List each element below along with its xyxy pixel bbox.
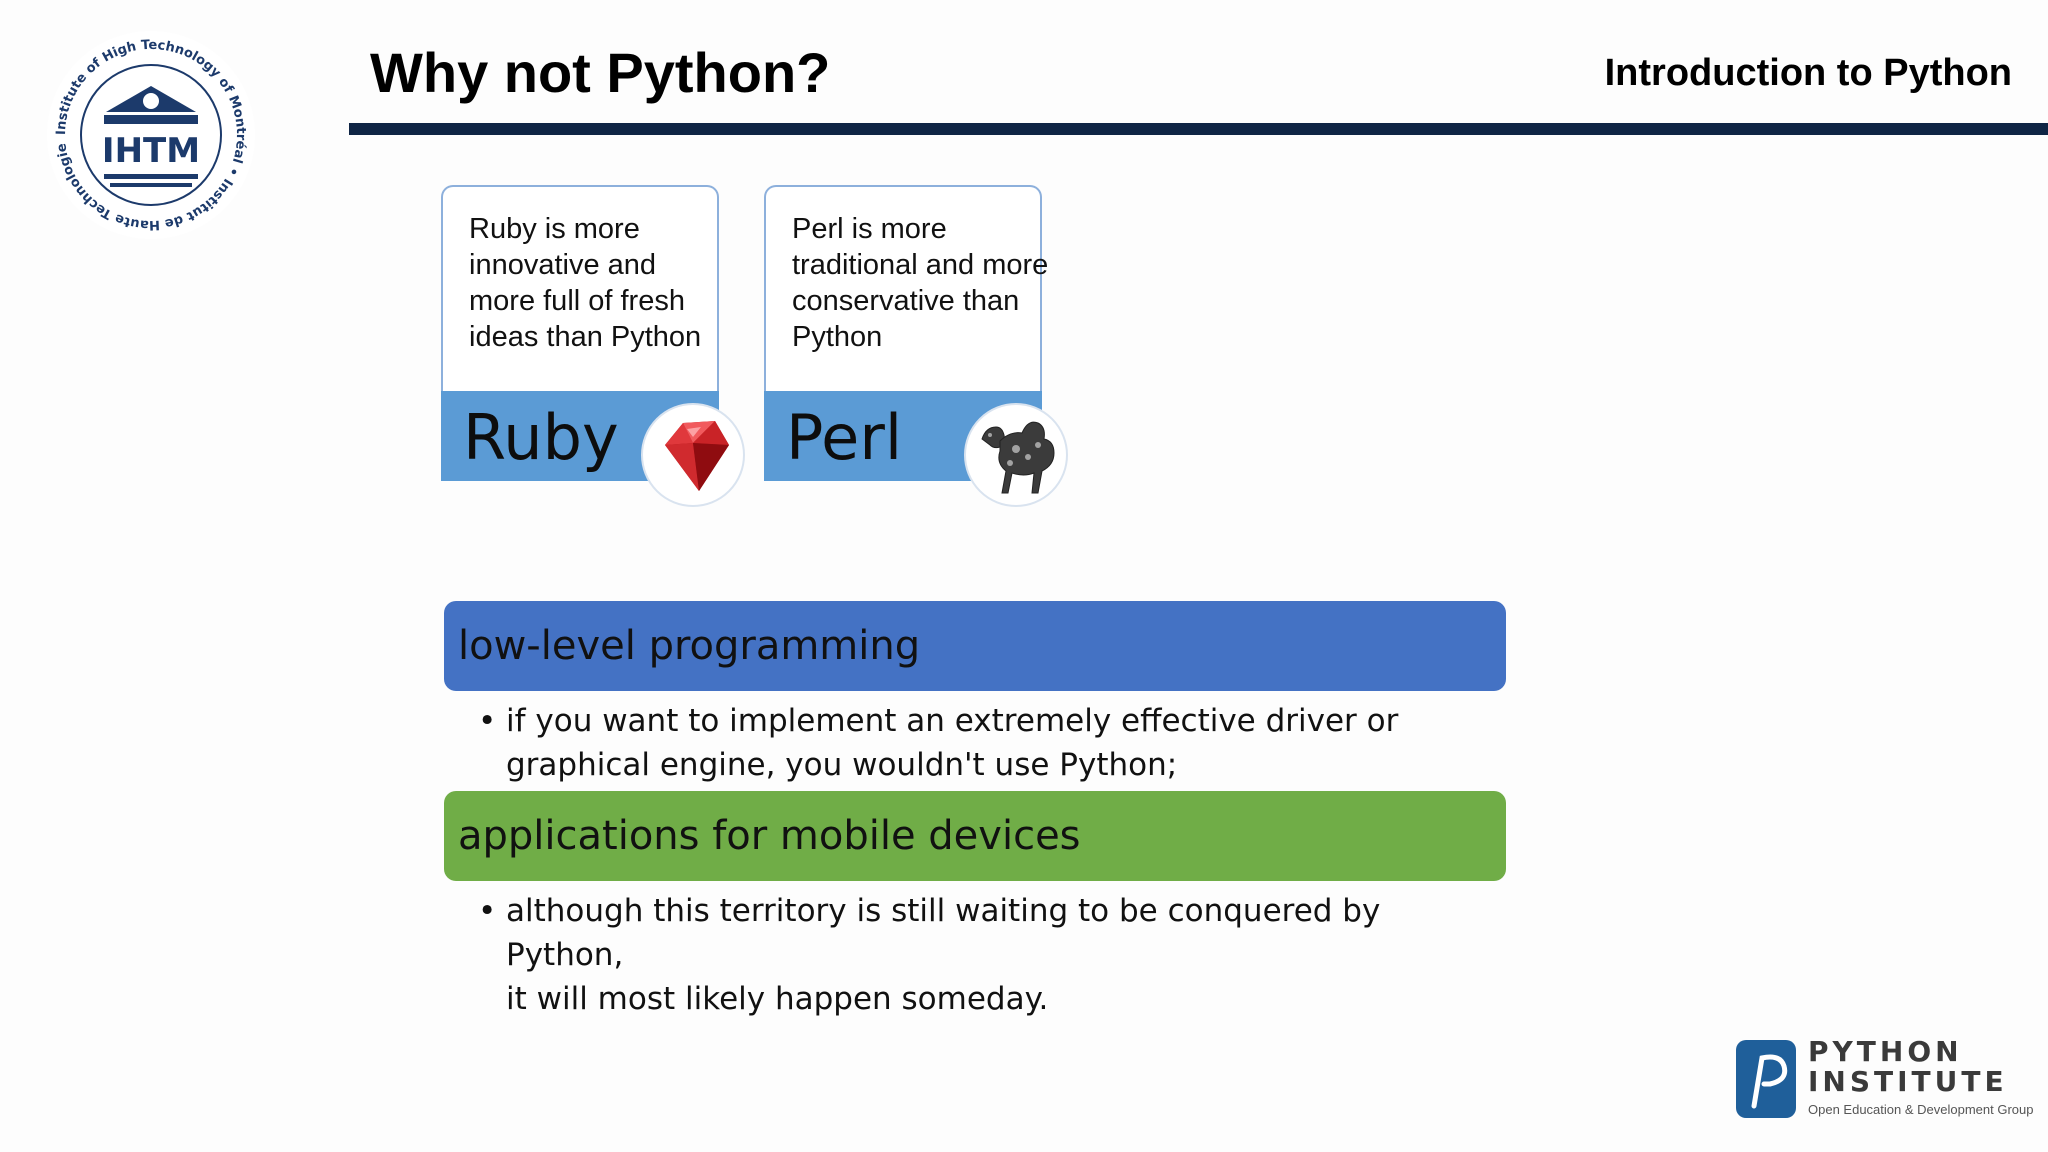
ruby-gem-icon — [641, 403, 745, 507]
ruby-description: Ruby is more innovative and more full of… — [469, 213, 702, 353]
python-institute-icon — [1736, 1040, 1796, 1118]
ihtm-logo-icon: Institute of High Technology of Montréal… — [34, 13, 255, 239]
ruby-card-box — [441, 185, 719, 391]
perl-card-box — [764, 185, 1042, 391]
course-title: Introduction to Python — [1604, 52, 2012, 94]
header-divider — [349, 123, 2048, 135]
ihtm-logo: Institute of High Technology of Montréal… — [34, 13, 262, 246]
perl-description: Perl is more traditional and more conser… — [792, 213, 1049, 353]
section-heading: applications for mobile devices — [458, 813, 1081, 859]
ihtm-center-text: IHTM — [102, 131, 200, 171]
bullet-marker: • — [478, 893, 497, 929]
python-institute-line2: INSTITUTE — [1808, 1065, 2008, 1098]
section-low-level-programming: low-level programming — [444, 601, 1506, 691]
perl-card: Perl is more traditional and more conser… — [764, 185, 1068, 507]
python-institute-line1: PYTHON — [1808, 1035, 1963, 1068]
ruby-card: Ruby is more innovative and more full of… — [441, 185, 745, 507]
bullet-text: although this territory is still waiting… — [506, 893, 1381, 1017]
python-institute-tagline: Open Education & Development Group — [1808, 1102, 2034, 1117]
perl-label: Perl — [786, 401, 903, 474]
python-institute-logo: PYTHON INSTITUTE Open Education & Develo… — [1736, 1036, 2036, 1126]
bullet-marker: • — [478, 703, 497, 739]
page-title: Why not Python? — [370, 41, 831, 104]
section-mobile-applications: applications for mobile devices — [444, 791, 1506, 881]
section-heading: low-level programming — [458, 623, 921, 669]
perl-camel-icon — [964, 403, 1068, 507]
bullet-text: if you want to implement an extremely ef… — [506, 703, 1399, 783]
ruby-label: Ruby — [463, 401, 619, 474]
